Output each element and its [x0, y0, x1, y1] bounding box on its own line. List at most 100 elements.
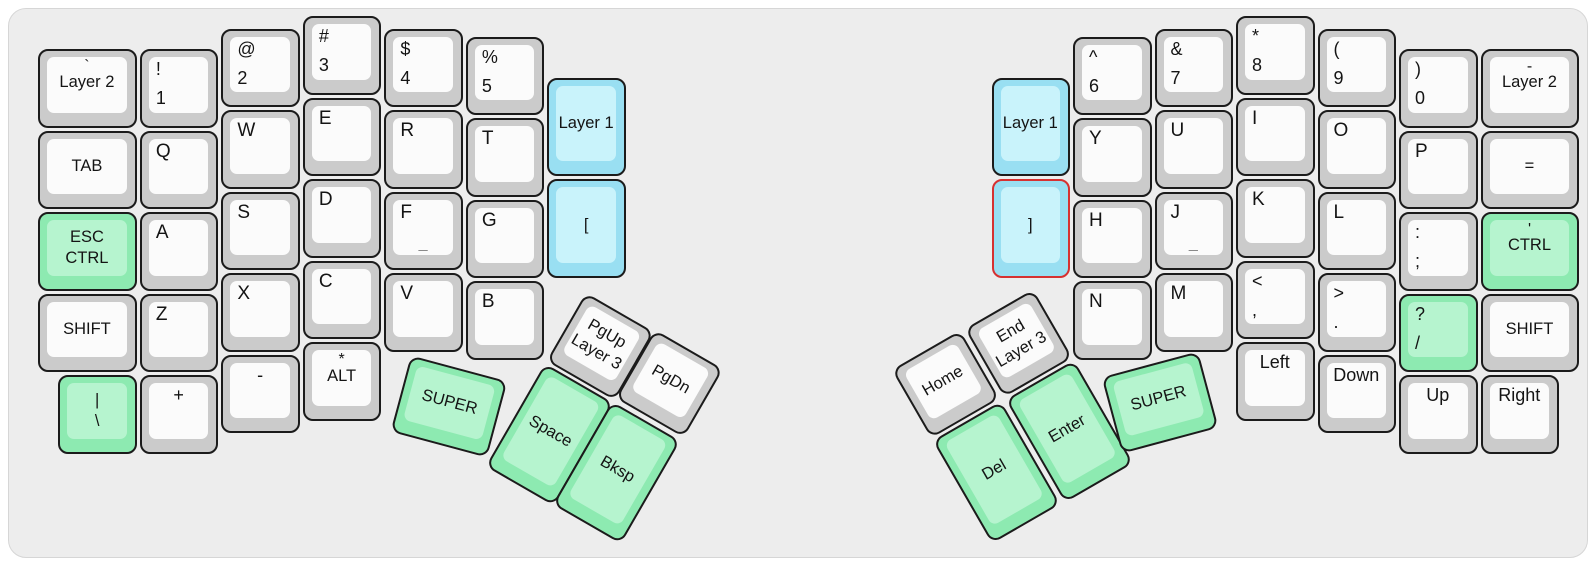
key-exclam-1[interactable]: !1 [139, 49, 219, 128]
key-lt-comma[interactable]: <, [1236, 260, 1315, 340]
key-legend-line: > [1333, 283, 1345, 304]
key-at-2[interactable]: @2 [221, 28, 300, 108]
key-super-left[interactable]: SUPER [390, 355, 508, 457]
key-legend-line: CTRL [65, 248, 109, 267]
key-question-slash[interactable]: ?/ [1399, 293, 1478, 372]
key-legend-line: 5 [481, 75, 492, 96]
keycap-top [474, 289, 535, 345]
key-legend-line: Layer 2 [59, 73, 115, 92]
key-k[interactable]: K [1236, 179, 1315, 258]
key-legend: G [475, 208, 535, 264]
key-legend-line: 6 [1089, 75, 1100, 96]
key-i[interactable]: I [1236, 97, 1315, 177]
key-star-8[interactable]: *8 [1236, 16, 1315, 95]
key-legend-line: @ [237, 38, 256, 59]
key-legend: 'CTRL [1490, 220, 1570, 276]
keycap-top [311, 105, 372, 162]
key-m[interactable]: M [1154, 273, 1234, 352]
key-lparen-9[interactable]: (9 [1317, 28, 1397, 108]
key-x[interactable]: X [221, 273, 300, 352]
key-minus-left[interactable]: - [221, 354, 300, 434]
key-q[interactable]: Q [139, 130, 219, 209]
key-legend-line: # [318, 26, 329, 47]
keycap-top [1000, 187, 1061, 264]
key-legend: !1 [149, 57, 209, 113]
key-plus[interactable]: + [139, 375, 219, 454]
key-legend-line: M [1170, 283, 1187, 305]
key-colon-semicolon[interactable]: :; [1399, 212, 1478, 291]
key-pipe-backslash[interactable]: |\ [58, 375, 137, 454]
key-layer1-left[interactable]: Layer 1 [547, 77, 626, 177]
key-legend: N [1082, 289, 1142, 345]
key-h[interactable]: H [1073, 199, 1152, 279]
key-legend: PgDn [631, 341, 710, 419]
key-z[interactable]: Z [139, 293, 219, 372]
key-legend-line: [ [583, 216, 589, 235]
key-d[interactable]: D [302, 179, 382, 258]
key-arrow-down[interactable]: Down [1317, 354, 1397, 434]
key-legend-line: Down [1333, 364, 1380, 385]
key-lbracket[interactable]: [ [547, 179, 626, 279]
key-dollar-4[interactable]: $4 [384, 28, 463, 108]
key-layer1-right[interactable]: Layer 1 [991, 77, 1071, 177]
key-r[interactable]: R [384, 110, 463, 189]
key-legend: :; [1408, 220, 1468, 276]
key-shift-left[interactable]: SHIFT [38, 293, 137, 372]
key-dash-layer2[interactable]: -Layer 2 [1480, 49, 1580, 128]
key-star-alt[interactable]: *ALT [302, 342, 382, 421]
keycap-top [230, 281, 290, 337]
key-u[interactable]: U [1154, 110, 1234, 189]
key-v[interactable]: V [384, 273, 463, 352]
key-legend: Q [149, 139, 209, 195]
key-arrow-left[interactable]: Left [1236, 342, 1315, 421]
key-b[interactable]: B [465, 281, 545, 360]
key-legend: Home [904, 342, 983, 420]
key-legend: F_ [393, 200, 453, 256]
key-a[interactable]: A [139, 212, 219, 291]
key-w[interactable]: W [221, 110, 300, 189]
key-super-right[interactable]: SUPER [1101, 351, 1219, 453]
keycap-top [1000, 85, 1061, 162]
keycap-top [474, 207, 535, 264]
key-caret-6[interactable]: ^6 [1073, 36, 1152, 116]
key-legend-line: SUPER [419, 386, 480, 419]
keycap-top [1326, 281, 1387, 337]
key-amp-7[interactable]: &7 [1154, 28, 1234, 108]
key-t[interactable]: T [465, 118, 545, 197]
key-arrow-right[interactable]: Right [1480, 375, 1560, 454]
keycap-top [1163, 199, 1224, 256]
key-j[interactable]: J_ [1154, 191, 1234, 271]
key-legend: L [1327, 200, 1387, 256]
key-l[interactable]: L [1317, 191, 1397, 271]
key-gt-period[interactable]: >. [1317, 273, 1397, 352]
key-o[interactable]: O [1317, 110, 1397, 189]
key-arrow-up[interactable]: Up [1399, 375, 1478, 454]
key-legend-line: . [1333, 312, 1339, 333]
key-rbracket[interactable]: ] [991, 179, 1071, 279]
key-n[interactable]: N [1073, 281, 1152, 360]
key-legend-line: ALT [327, 366, 357, 385]
key-y[interactable]: Y [1073, 118, 1152, 197]
key-s[interactable]: S [221, 191, 300, 271]
key-g[interactable]: G [465, 199, 545, 279]
keycap-top [393, 281, 453, 337]
key-tab[interactable]: TAB [38, 130, 137, 209]
key-e[interactable]: E [302, 97, 382, 177]
key-f[interactable]: F_ [384, 191, 463, 271]
key-hash-3[interactable]: #3 [302, 16, 382, 95]
key-shift-right[interactable]: SHIFT [1480, 293, 1580, 372]
key-legend-line: Left [1259, 352, 1290, 373]
key-legend: O [1327, 118, 1387, 174]
key-legend: = [1490, 139, 1570, 195]
key-c[interactable]: C [302, 260, 382, 340]
key-backtick-layer2[interactable]: `Layer 2 [38, 49, 137, 128]
key-p[interactable]: P [1399, 130, 1478, 209]
key-quote-ctrl[interactable]: 'CTRL [1480, 212, 1580, 291]
key-percent-5[interactable]: %5 [465, 36, 545, 116]
keycap-top [1326, 362, 1387, 419]
key-rparen-0[interactable]: )0 [1399, 49, 1478, 128]
key-equals[interactable]: = [1480, 130, 1580, 209]
key-legend-line: V [400, 283, 414, 305]
key-legend-line: $ [400, 38, 411, 59]
